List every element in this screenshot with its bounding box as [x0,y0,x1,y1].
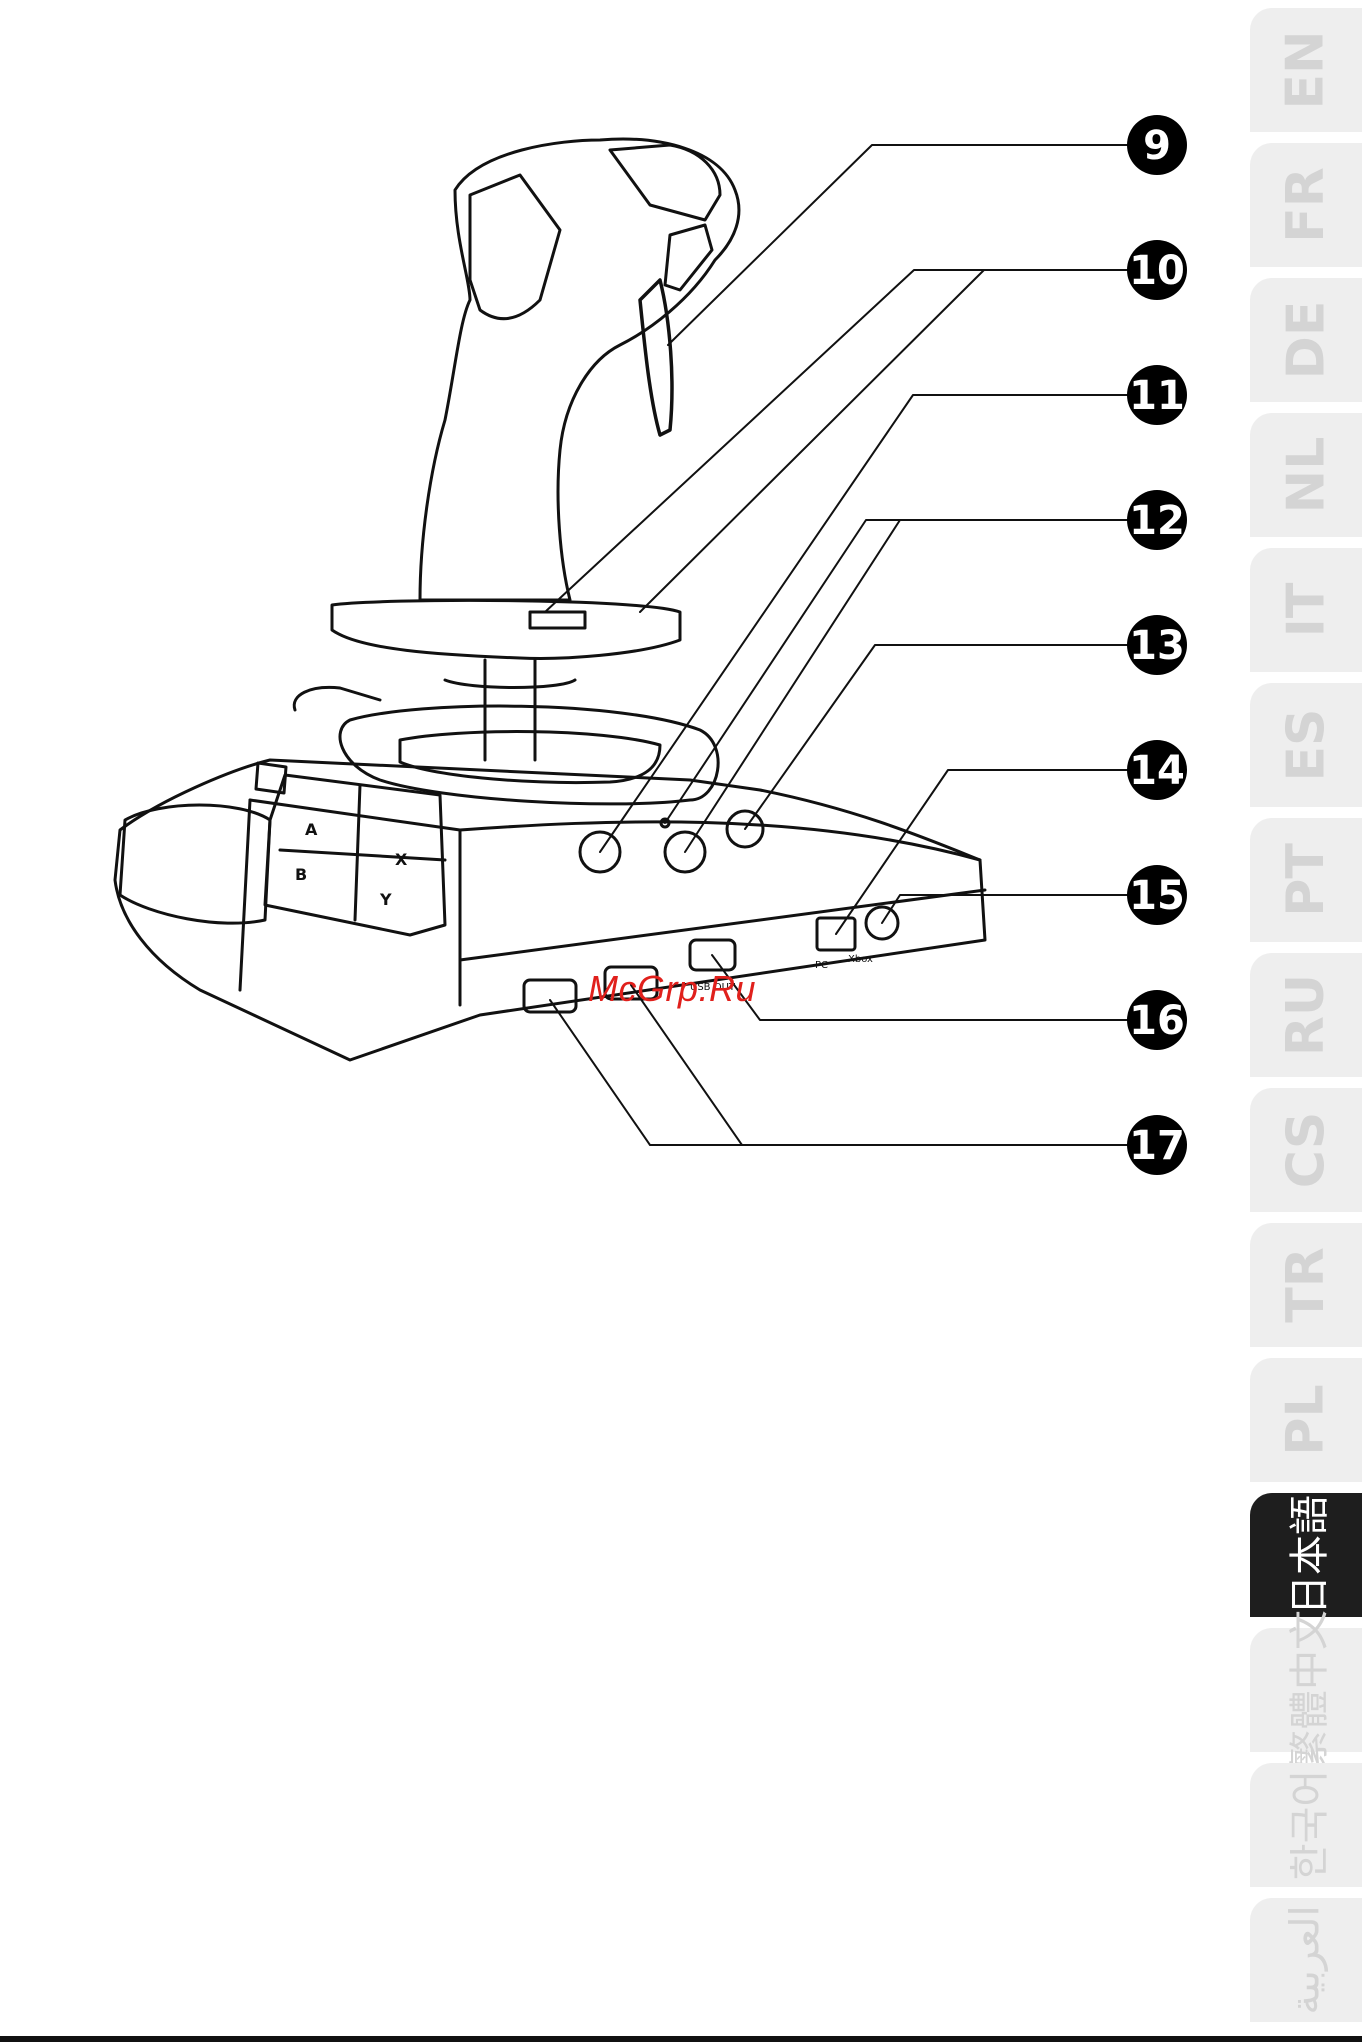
port-xbox-label: Xbox [848,954,873,965]
lang-tab-label: IT [1276,583,1336,638]
lang-tab-label: 日本語 [1277,1495,1335,1615]
lang-tab-ru[interactable]: RU [1250,953,1362,1077]
leader-line-16 [712,955,1128,1020]
grip-side-switch [665,225,712,290]
lang-tab-label: FR [1276,167,1336,243]
leader-line-12 [665,520,1128,852]
lang-tab-label: CS [1276,1112,1336,1189]
leader-line-13 [745,645,1128,829]
lang-tab-zh-hant[interactable]: 繁體中文 [1250,1628,1362,1752]
trigger [640,280,672,435]
lang-tab-pt[interactable]: PT [1250,818,1362,942]
shaft [485,660,535,760]
button-a-label: A [305,820,318,839]
lang-tab-label: NL [1276,437,1336,514]
lang-tab-it[interactable]: IT [1250,548,1362,672]
lang-tab-pl[interactable]: PL [1250,1358,1362,1482]
lang-tab-ar[interactable]: العربية [1250,1898,1362,2022]
lang-tab-label: PT [1276,843,1336,917]
lang-tab-label: ES [1276,709,1336,782]
joystick-grip [420,139,739,600]
lang-tab-label: PL [1276,1384,1336,1455]
callout-13-number: 13 [1129,623,1185,669]
grip-base-plate [332,600,680,658]
callout-11-number: 11 [1129,373,1185,419]
button-b-label: B [295,865,307,884]
grip-base-notch [530,612,585,628]
bottom-rule [0,2036,1362,2042]
lang-tab-cs[interactable]: CS [1250,1088,1362,1212]
callout-12-number: 12 [1129,498,1185,544]
grip-hat-switch [470,175,560,319]
button-x-label: X [395,850,408,869]
lang-tab-fr[interactable]: FR [1250,143,1362,267]
callout-10-number: 10 [1129,248,1185,294]
lang-tab-label: DE [1276,301,1336,380]
watermark-text: McGrp.Ru [588,968,756,1010]
lang-tab-ko[interactable]: 한국어 [1250,1763,1362,1887]
lang-tab-label: 한국어 [1277,1770,1335,1880]
lang-tab-label: EN [1276,30,1336,109]
lang-tab-tr[interactable]: TR [1250,1223,1362,1347]
callout-16-number: 16 [1129,998,1185,1044]
lang-tab-label: TR [1276,1247,1336,1323]
lang-tab-ja[interactable]: 日本語 [1250,1493,1362,1617]
callout-14-number: 14 [1129,748,1185,794]
lang-tab-de[interactable]: DE [1250,278,1362,402]
leader-line-9 [668,145,1128,345]
port-pc-label: PC [815,960,828,971]
lang-tab-nl[interactable]: NL [1250,413,1362,537]
leader-line-10 [545,270,1128,612]
lang-tab-label: 繁體中文 [1277,1610,1335,1770]
lang-tab-en[interactable]: EN [1250,8,1362,132]
callout-9-number: 9 [1143,123,1171,169]
lang-tab-es[interactable]: ES [1250,683,1362,807]
callout-17-number: 17 [1129,1123,1185,1169]
lang-tab-label: RU [1276,974,1336,1056]
button-y-label: Y [379,890,392,909]
callout-15-number: 15 [1129,873,1185,919]
lang-tab-label: العربية [1283,1905,1329,2014]
